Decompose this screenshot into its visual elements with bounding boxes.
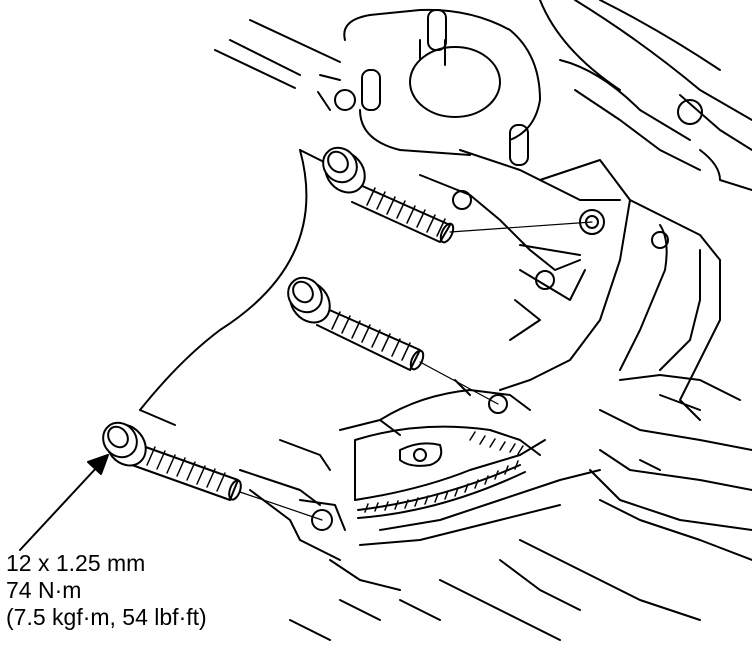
bolt-lower xyxy=(102,421,323,521)
torque-alt-label: (7.5 kgf·m, 54 lbf·ft) xyxy=(6,604,207,630)
torque-nm-label: 74 N·m xyxy=(6,577,82,603)
transmission-housing xyxy=(139,0,752,641)
bolt-upper xyxy=(322,146,593,244)
bolt-size-label: 12 x 1.25 mm xyxy=(6,550,146,576)
ring-gear-teeth xyxy=(364,431,524,513)
callout-arrow xyxy=(19,454,109,551)
bolt-spec-callout: 12 x 1.25 mm 74 N·m (7.5 kgf·m, 54 lbf·f… xyxy=(6,550,207,631)
bolt-middle xyxy=(287,276,499,405)
